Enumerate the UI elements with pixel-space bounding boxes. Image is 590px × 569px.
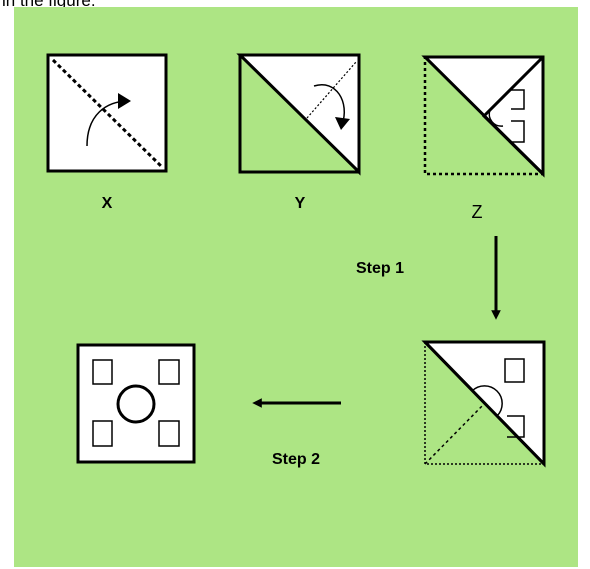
semicircle-cut [471,385,503,417]
hole-square [92,420,113,447]
square-cut [507,415,525,438]
square-z [421,55,545,178]
square-y [236,53,361,176]
semicircle-cut [488,109,504,127]
hole-square [158,420,180,447]
diagram-panel: X Y Z Step 1 Step 2 [14,7,578,567]
fold-arrow-head [118,93,131,109]
result-square [76,343,196,464]
hole-square [158,359,180,385]
hole-circle [116,384,156,424]
label-z: Z [471,202,483,222]
square-x [46,53,168,173]
square-cut [511,120,525,143]
square-cut [504,358,525,383]
fold-line [306,61,357,119]
diagram-canvas [14,7,578,567]
fold-arrow-head [335,117,350,130]
fold-line [51,58,163,168]
label-x: X [101,195,113,212]
hole-square [92,359,113,385]
step1-result-square [421,340,546,468]
header-text: in the figure. [2,0,96,10]
label-y: Y [294,195,306,212]
fold-edge [423,340,546,466]
square-cut [511,89,525,110]
step1-label: Step 1 [355,260,405,277]
step2-label: Step 2 [271,451,321,468]
fold-line [424,402,486,465]
